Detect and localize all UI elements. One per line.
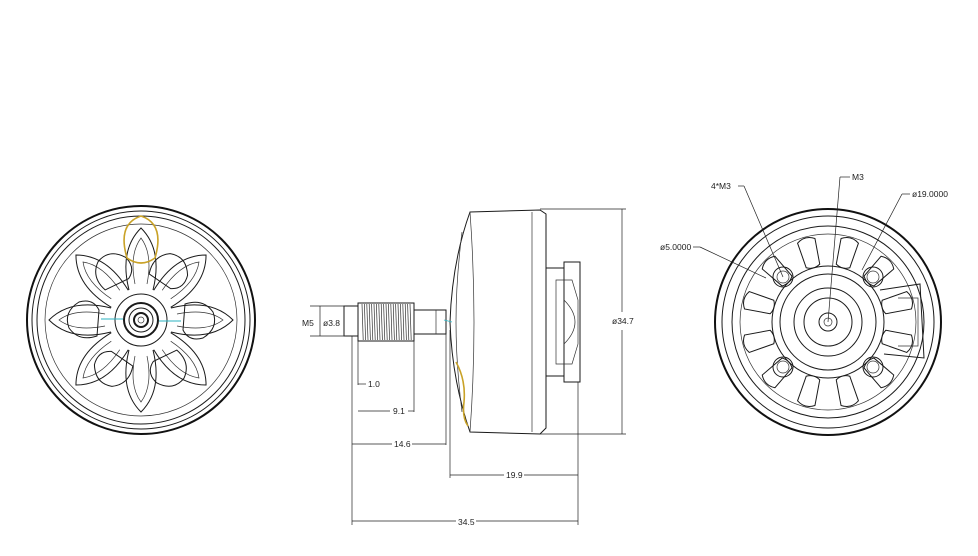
dim-d146: 14.6 [394, 439, 411, 449]
shaft-neck [413, 309, 447, 335]
dim-m5: M5 [302, 318, 314, 328]
bottom-view [714, 208, 942, 436]
mount-plate [563, 261, 581, 383]
motor-wire [455, 361, 469, 427]
top-view [26, 205, 256, 435]
side-view: M5 ø3.8 1.0 9.1 14.6 19.9 34.5 ø34.7 [302, 208, 634, 527]
cable-exit [879, 283, 925, 359]
highlight-spoke [123, 215, 159, 264]
stator-base [545, 267, 565, 377]
dim-d91: 9.1 [393, 406, 405, 416]
hub-accent [101, 318, 181, 322]
base-outer-rim [714, 208, 942, 436]
mount-holes [772, 266, 884, 378]
shaft-threads [361, 303, 412, 341]
label-4xm3: 4*M3 [711, 181, 731, 191]
dim-d199: 19.9 [506, 470, 523, 480]
dim-d345: 34.5 [458, 517, 475, 527]
bottom-view-callouts: 4*M3 M3 ø19.0000 ø5.0000 [660, 172, 948, 323]
dim-d347: ø34.7 [612, 316, 634, 326]
bell-outer-rim [26, 205, 256, 435]
shaft-tip [343, 305, 359, 337]
label-m3: M3 [852, 172, 864, 182]
shaft-accent [443, 319, 453, 323]
bell-spokes [48, 227, 234, 413]
label-d19: ø19.0000 [912, 189, 948, 199]
dim-d1: 1.0 [368, 379, 380, 389]
dim-d38: ø3.8 [323, 318, 340, 328]
label-d5: ø5.0000 [660, 242, 691, 252]
